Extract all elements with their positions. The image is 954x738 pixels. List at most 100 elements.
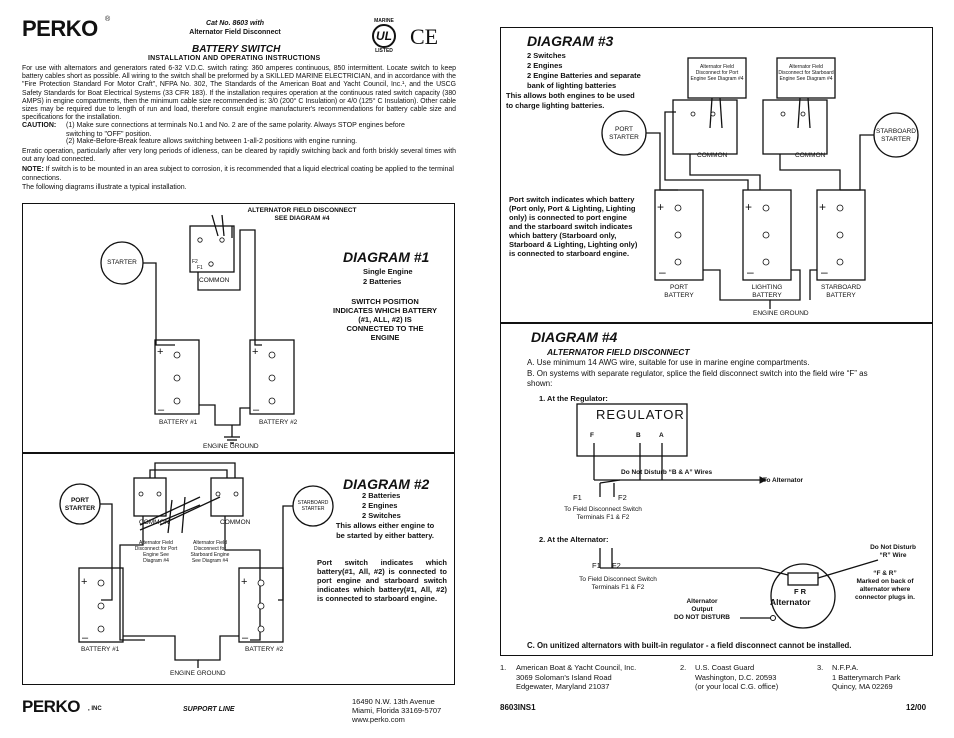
d3-common-stbd: COMMON bbox=[795, 152, 826, 159]
d4-reg-f: F bbox=[590, 432, 594, 439]
footer-date: 12/00 bbox=[906, 703, 927, 712]
d2-battery1-label: BATTERY #1 bbox=[81, 646, 120, 653]
note-text: If switch is to be mounted in an area su… bbox=[22, 166, 454, 182]
footer-website-link[interactable]: www.perko.com bbox=[352, 715, 405, 724]
d4-reg-a: A bbox=[659, 432, 664, 439]
d2-description: Port switch indicates which battery(#1, … bbox=[317, 558, 447, 603]
cat-subtitle: Alternator Field Disconnect bbox=[189, 29, 281, 36]
d4-reg-b: B bbox=[636, 432, 641, 439]
d2-line4: This allows either engine to bbox=[335, 521, 435, 530]
d1-battery1-label: BATTERY #1 bbox=[159, 419, 198, 426]
d3-title: DIAGRAM #3 bbox=[527, 33, 614, 49]
d4-to-alternator: To Alternator bbox=[763, 477, 804, 484]
ul-listed-mark: MARINE UL LISTED bbox=[366, 18, 402, 64]
footer-perko-logo: PERKO bbox=[22, 697, 80, 716]
d2-ground-label: ENGINE GROUND bbox=[170, 670, 226, 677]
d2-title: DIAGRAM #2 bbox=[343, 476, 430, 492]
footer-doc-number: 8603INS1 bbox=[500, 703, 536, 712]
d4-regulator-label: REGULATOR bbox=[596, 407, 685, 422]
diagram-2-panel bbox=[22, 453, 455, 685]
d1-alt-field-label: ALTERNATOR FIELD DISCONNECT bbox=[247, 207, 357, 214]
listed-text: LISTED bbox=[375, 48, 393, 54]
d1-line2: 2 Batteries bbox=[363, 277, 402, 286]
d4-item-b: B. On systems with separate regulator, s… bbox=[527, 369, 868, 388]
d4-item-a: A. Use minimum 14 AWG wire, suitable for… bbox=[527, 358, 810, 367]
d4-f1-a: F1 bbox=[573, 493, 582, 502]
d2-afd-stbd: Alternator Field Disconnect for Starboar… bbox=[190, 540, 230, 564]
d3-description: Port switch indicates which battery (Por… bbox=[509, 195, 638, 258]
d4-f2-b: F2 bbox=[612, 561, 621, 570]
d1-f2-label: F2 bbox=[192, 259, 198, 265]
d4-f1-b: F1 bbox=[592, 561, 601, 570]
ul-circle-icon: UL bbox=[372, 24, 396, 48]
d4-at-alternator: 2. At the Alternator: bbox=[539, 535, 609, 544]
d3-common-port: COMMON bbox=[697, 152, 728, 159]
diagram-3-panel bbox=[500, 27, 933, 323]
footnote-1: 1. American Boat & Yacht Council, Inc.30… bbox=[500, 663, 637, 691]
caution-label: CAUTION: bbox=[22, 122, 57, 129]
footer-support-line: SUPPORT LINE bbox=[183, 706, 235, 713]
perko-logo: PERKO bbox=[22, 16, 98, 41]
d4-item-c: C. On unitized alternators with built-in… bbox=[527, 641, 852, 650]
d2-line1: 2 Batteries bbox=[362, 491, 401, 500]
d4-dnd-ba: Do Not Disturb “B & A” Wires bbox=[621, 469, 713, 476]
d3-line5: This allows both engines to be used bbox=[506, 91, 635, 100]
erratic-paragraph: Erratic operation, particularly after ve… bbox=[22, 148, 456, 164]
d4-at-regulator: 1. At the Regulator: bbox=[539, 394, 608, 403]
d3-line6: to charge lighting batteries. bbox=[506, 101, 605, 110]
caution-item-1: (1) Make sure connections at terminals N… bbox=[66, 122, 405, 138]
d4-alternator-label: Alternator bbox=[770, 597, 811, 607]
d2-line3: 2 Switches bbox=[362, 511, 401, 520]
d2-afd-port: Alternator Field Disconnect for Port Eng… bbox=[134, 540, 178, 564]
d1-common-label: COMMON bbox=[199, 277, 230, 284]
d1-alt-field-sub: SEE DIAGRAM #4 bbox=[274, 215, 330, 222]
note-paragraph: NOTE: If switch is to be mounted in an a… bbox=[22, 166, 456, 183]
d2-common-port: COMMON bbox=[139, 519, 170, 526]
d3-line4: bank of lighting batteries bbox=[527, 81, 617, 90]
footer-address: 16490 N.W. 13th Avenue Miami, Florida 33… bbox=[352, 697, 441, 724]
d1-line1: Single Engine bbox=[363, 267, 413, 276]
d1-title: DIAGRAM #1 bbox=[343, 249, 430, 265]
intro-text: For use with alternators and generators … bbox=[22, 65, 456, 122]
d4-title: DIAGRAM #4 bbox=[531, 329, 618, 345]
product-subtitle: INSTALLATION AND OPERATING INSTRUCTIONS bbox=[148, 55, 321, 62]
d3-afd-stbd: Alternator Field Disconnect for Starboar… bbox=[778, 64, 834, 82]
d4-f2-a: F2 bbox=[618, 493, 627, 502]
d3-ground-label: ENGINE GROUND bbox=[753, 310, 809, 317]
d2-line2: 2 Engines bbox=[362, 501, 398, 510]
diagram-1-panel bbox=[22, 203, 455, 453]
d4-alt-fr: F R bbox=[794, 587, 807, 596]
footer-inc: , INC bbox=[88, 706, 102, 712]
following-diagrams-text: The following diagrams illustrate a typi… bbox=[22, 184, 187, 191]
intro-paragraph: For use with alternators and generators … bbox=[22, 65, 456, 122]
ce-mark-icon: CE bbox=[410, 24, 439, 49]
d2-common-stbd: COMMON bbox=[220, 519, 251, 526]
d3-line1: 2 Switches bbox=[527, 51, 566, 60]
footer-addr2: Miami, Florida 33169-5707 bbox=[352, 706, 442, 715]
d1-f1-label: F1 bbox=[197, 265, 203, 271]
d2-line5: be started by either battery. bbox=[336, 531, 434, 540]
diagram-4-panel bbox=[500, 323, 933, 656]
d3-line3: 2 Engine Batteries and separate bbox=[527, 71, 641, 80]
marine-text: MARINE bbox=[374, 18, 394, 24]
d1-ground-label: ENGINE GROUND bbox=[203, 443, 259, 450]
product-title: BATTERY SWITCH bbox=[192, 44, 281, 55]
cat-number: Cat No. 8603 with bbox=[206, 20, 264, 27]
d2-battery2-label: BATTERY #2 bbox=[245, 646, 284, 653]
note-label: NOTE: bbox=[22, 166, 44, 173]
d1-battery2-label: BATTERY #2 bbox=[259, 419, 298, 426]
